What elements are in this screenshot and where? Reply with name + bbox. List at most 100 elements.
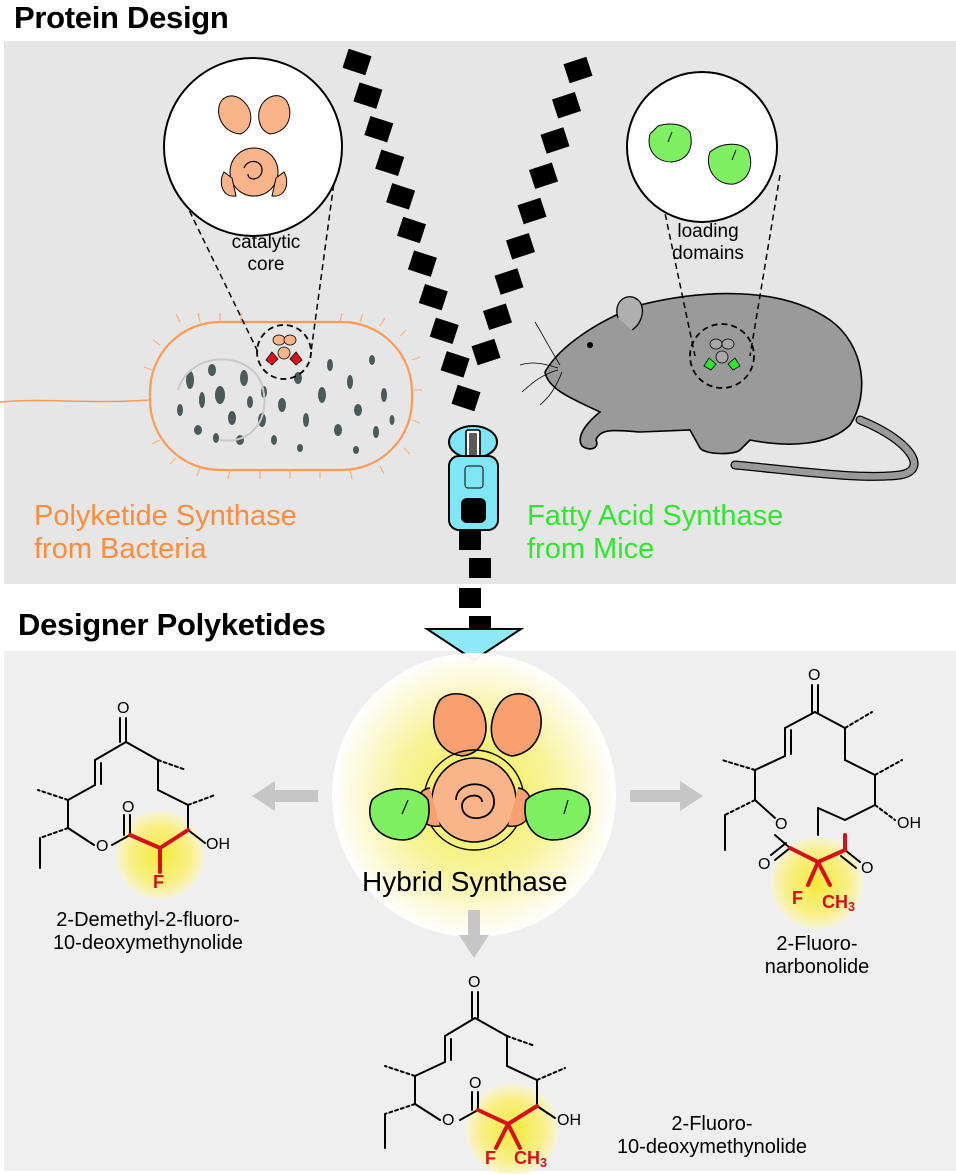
zipper-tooth	[451, 384, 481, 412]
zipper-tooth	[469, 558, 491, 578]
flagellum	[0, 399, 151, 403]
right-keto-oxygen: O	[861, 860, 874, 877]
bottom-lactone-carbonyl-oxygen: O	[469, 1075, 482, 1092]
right-product-name-line1: 2-Fluoro-	[776, 933, 858, 955]
heading-protein-design: Protein Design	[14, 0, 229, 35]
zipper-tooth	[528, 162, 559, 189]
zipper-tooth	[364, 115, 394, 143]
nucleoid	[177, 355, 395, 454]
fas-source-label: Fatty Acid Synthase from Mice	[527, 500, 783, 566]
right-product-red-bonds	[788, 833, 847, 887]
zipper-tooth	[440, 351, 470, 378]
loading-domains-inset	[626, 71, 781, 357]
right-hydroxyl: OH	[897, 815, 921, 832]
zipper-pull[interactable]	[448, 425, 499, 531]
left-ester-oxygen: O	[96, 838, 109, 855]
heading-designer-polyketides: Designer Polyketides	[18, 607, 326, 642]
left-product-name-line2: 10-deoxymethynolide	[52, 932, 244, 954]
catalytic-core-label-line1: catalytic	[231, 232, 301, 253]
bottom-methyl-main: CH	[514, 1148, 540, 1168]
bottom-carbonyl-oxygen: O	[468, 974, 481, 991]
loading-domains-label: loading domains	[655, 221, 761, 265]
pili	[143, 312, 422, 480]
zipper-tooth	[494, 268, 524, 295]
left-fluorine: F	[153, 872, 164, 892]
right-fluorine: F	[792, 888, 803, 908]
left-lactone-carbonyl-oxygen: O	[122, 799, 135, 816]
bottom-methyl: CH3	[514, 1148, 547, 1170]
fas-source-line2: from Mice	[527, 533, 655, 565]
zipper-teeth-left	[342, 48, 481, 412]
bottom-methyl-sub: 3	[540, 1156, 548, 1170]
mini-pks-icon	[265, 334, 303, 366]
pks-source-label: Polyketide Synthase from Bacteria	[34, 500, 297, 566]
bottom-product-name-line2: 10-deoxymethynolide	[616, 1136, 808, 1158]
bacterium-icon	[0, 312, 422, 480]
zipper-tooth	[375, 149, 405, 177]
zipper-tooth	[459, 588, 481, 608]
arrow-left	[252, 781, 318, 811]
bottom-hydroxyl: OH	[557, 1112, 581, 1129]
catalytic-core-label: catalytic core	[213, 232, 319, 276]
zipper-tooth	[396, 216, 427, 244]
right-product-structure	[721, 684, 903, 869]
zipper-teeth-joined	[459, 530, 491, 636]
hybrid-synthase-icon	[369, 693, 591, 851]
zipper-tooth	[482, 303, 513, 330]
zipper-tooth	[386, 183, 416, 210]
loading-domains-label-line2: domains	[672, 243, 744, 264]
bottom-product-red-bonds	[476, 1104, 539, 1150]
pks-source-line2: from Bacteria	[34, 533, 207, 565]
right-product-name: 2-Fluoro- narbonolide	[742, 933, 892, 979]
right-product-name-line2: narbonolide	[764, 956, 870, 978]
left-hydroxyl: OH	[206, 836, 230, 853]
bottom-ester-oxygen: O	[442, 1112, 455, 1129]
zipper-tooth	[342, 48, 372, 76]
right-methyl: CH3	[822, 892, 855, 914]
zipper-tooth	[517, 197, 547, 225]
left-carbonyl-oxygen: O	[117, 700, 130, 717]
right-methyl-main: CH	[822, 892, 848, 912]
right-ester-oxygen: O	[775, 816, 788, 833]
catalytic-core-inset	[163, 57, 343, 353]
zipper-tooth	[418, 283, 448, 311]
catalytic-core-label-line2: core	[247, 254, 285, 275]
zipper-tooth	[563, 56, 593, 84]
zipper-tooth	[429, 317, 459, 345]
right-lactone-oxygen: O	[758, 856, 771, 873]
arrow-down	[459, 910, 489, 958]
zipper-tooth	[540, 127, 570, 154]
zipper-tooth	[505, 233, 536, 260]
bottom-product-name: 2-Fluoro- 10-deoxymethynolide	[592, 1113, 832, 1159]
dna-loop	[177, 358, 266, 442]
left-product-name: 2-Demethyl-2-fluoro- 10-deoxymethynolide	[0, 909, 296, 955]
loading-domains-label-line1: loading	[677, 221, 739, 242]
bottom-product-name-line1: 2-Fluoro-	[671, 1113, 753, 1135]
zipper-tooth	[353, 82, 383, 109]
bacterial-pks-callout	[256, 324, 312, 380]
downward-arrow	[423, 628, 525, 662]
zipper-tooth	[459, 530, 481, 550]
fas-source-line1: Fatty Acid Synthase	[527, 500, 784, 532]
mouse-icon	[519, 292, 919, 481]
mouse-fas-callout	[689, 323, 755, 389]
left-product-structure	[37, 717, 216, 869]
cell-wall	[148, 320, 414, 472]
zipper-tooth	[407, 250, 437, 277]
zipper-teeth-right	[471, 56, 593, 366]
left-product-red-bonds	[128, 828, 190, 874]
right-product-highlight	[771, 837, 863, 929]
arrow-right	[630, 781, 703, 811]
left-product-name-line1: 2-Demethyl-2-fluoro-	[56, 909, 240, 931]
right-methyl-sub: 3	[848, 900, 856, 914]
hybrid-synthase-label: Hybrid Synthase	[362, 866, 568, 897]
right-ketone-oxygen: O	[808, 667, 821, 684]
bottom-fluorine: F	[485, 1148, 496, 1168]
zipper-tooth	[471, 338, 501, 366]
zipper-tooth	[551, 92, 582, 119]
product-arrows	[252, 781, 703, 958]
